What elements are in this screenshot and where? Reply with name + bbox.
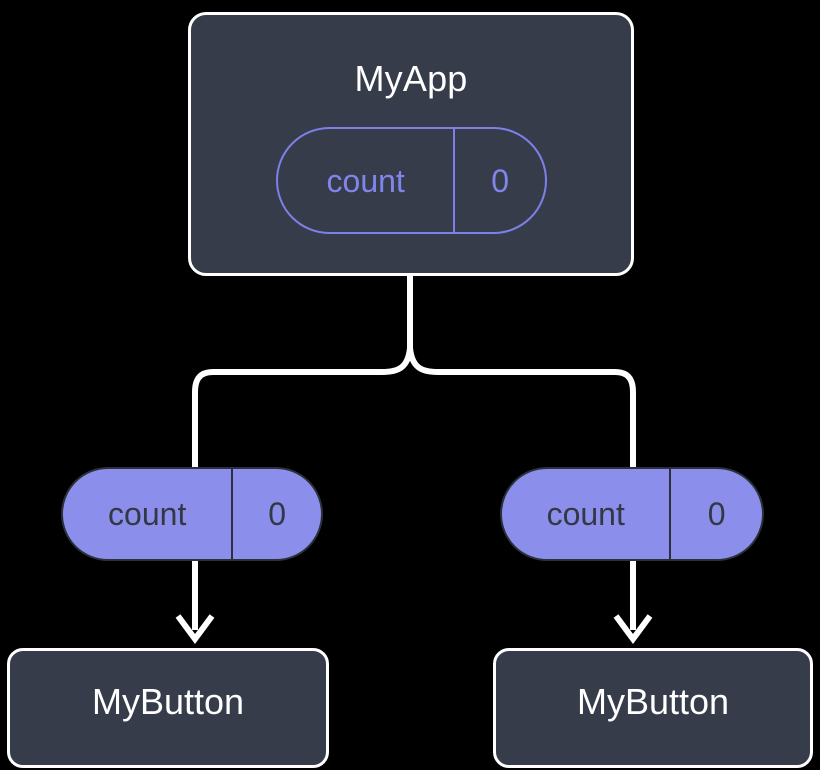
state-pill-child-right-key: count xyxy=(546,496,625,532)
node-title-mybutton-left: MyButton xyxy=(91,681,245,722)
state-pill-myapp-key: count xyxy=(326,162,405,199)
arrow-head-left-icon xyxy=(175,614,215,645)
node-card-mybutton-right[interactable]: MyButton xyxy=(493,648,813,768)
node-card-mybutton-left[interactable]: MyButton xyxy=(7,648,329,768)
state-pill-child-left-key: count xyxy=(108,496,187,532)
node-title-myapp: MyApp xyxy=(354,58,468,99)
state-pill-child-right[interactable]: count 0 xyxy=(500,467,764,561)
node-title-mybutton-right: MyButton xyxy=(576,681,730,722)
state-pill-myapp[interactable]: count 0 xyxy=(276,127,547,234)
state-pill-child-left-value: 0 xyxy=(231,469,321,559)
state-pill-child-left[interactable]: count 0 xyxy=(61,467,323,561)
arrow-head-right-icon xyxy=(613,614,653,645)
state-pill-myapp-value: 0 xyxy=(453,129,545,232)
state-pill-child-right-value: 0 xyxy=(669,469,762,559)
